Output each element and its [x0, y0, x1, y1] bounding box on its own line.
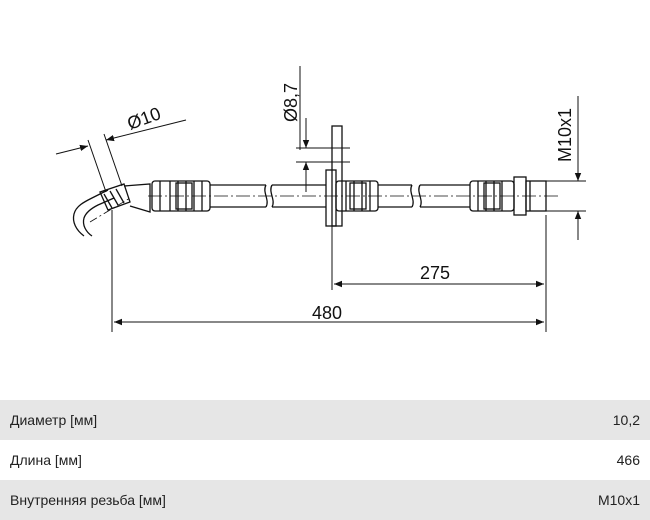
spec-label: Длина [мм] — [10, 452, 82, 468]
spec-label: Диаметр [мм] — [10, 412, 98, 428]
spec-row-thread: Внутренняя резьба [мм] M10x1 — [0, 480, 650, 520]
left-bent-fitting — [72, 183, 151, 237]
spec-value: M10x1 — [597, 492, 640, 508]
dimension-length-total — [111, 210, 544, 332]
spec-value: 10,2 — [612, 412, 640, 428]
label-thread: M10x1 — [555, 108, 575, 162]
specifications-table: Диаметр [мм] 10,2 Длина [мм] 466 Внутрен… — [0, 400, 650, 520]
spec-value: 466 — [616, 452, 640, 468]
label-diameter-bracket: Ø8,7 — [281, 83, 301, 122]
dimension-diameter-hose — [55, 119, 187, 193]
brake-hose-technical-drawing: Ø10 Ø8,7 M10x1 275 480 — [55, 66, 586, 332]
label-length-total: 480 — [312, 303, 342, 323]
spec-row-diameter: Диаметр [мм] 10,2 — [0, 400, 650, 440]
dimension-length-partial — [331, 215, 547, 332]
spec-label: Внутренняя резьба [мм] — [10, 492, 166, 508]
dimension-thread — [546, 96, 586, 240]
dimension-diameter-bracket — [296, 66, 350, 192]
label-diameter-hose: Ø10 — [125, 103, 164, 133]
label-length-partial: 275 — [420, 263, 450, 283]
spec-row-length: Длина [мм] 466 — [0, 440, 650, 480]
